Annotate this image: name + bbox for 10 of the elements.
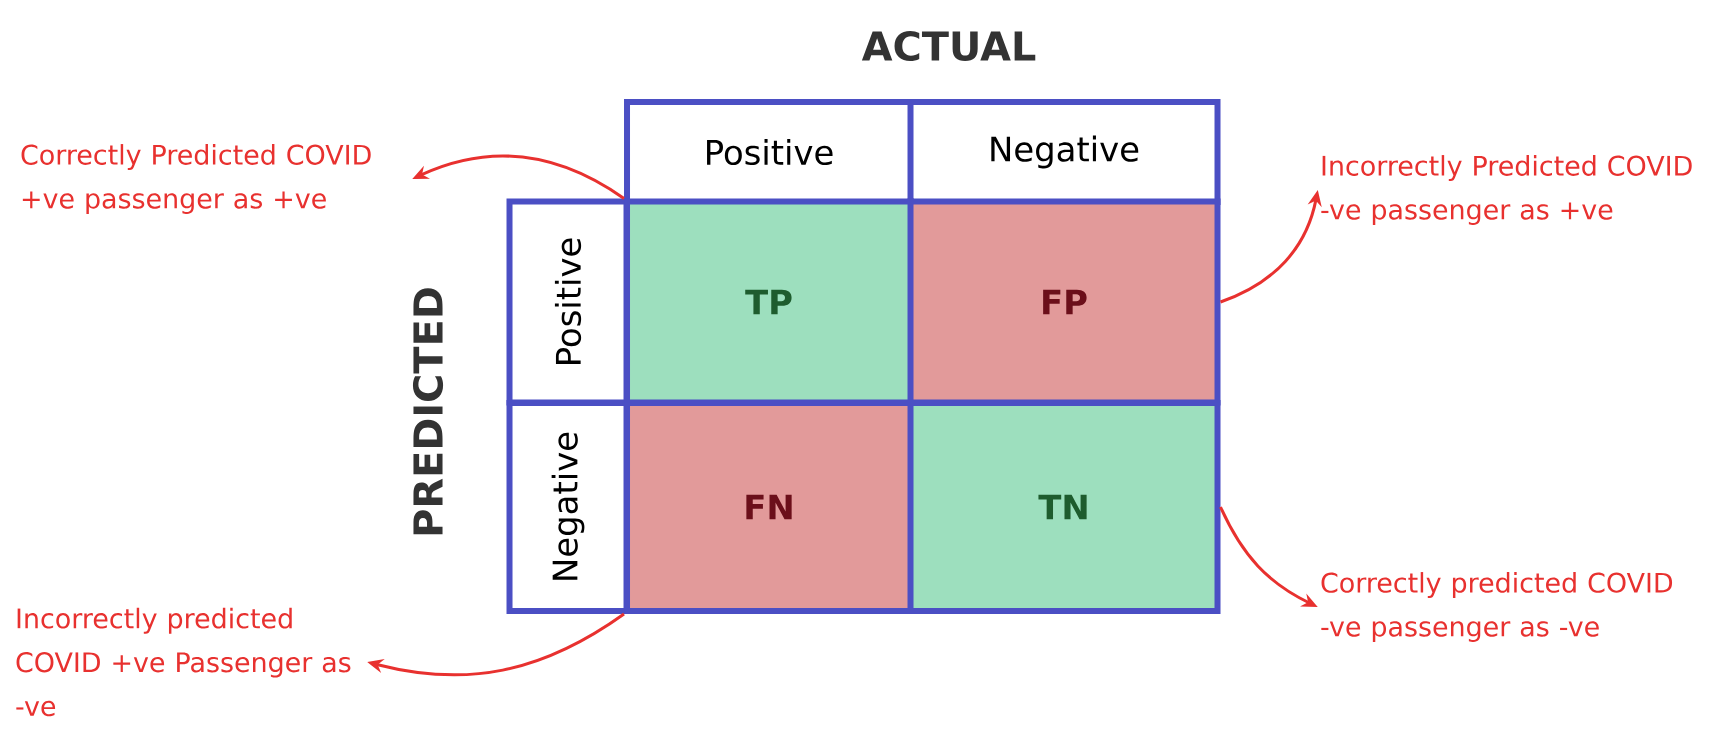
matrix-cell: FP (907, 198, 1221, 406)
header-cell: Negative (907, 99, 1221, 205)
annotation-text: Correctly Predicted COVID +ve passenger as +ve (21, 144, 371, 214)
annotation-text: Incorrectly predicted COVID +ve Passenger as -ve (16, 607, 351, 717)
annotation-text: Correctly predicted COVID -ve passenger as -ve (1321, 572, 1673, 642)
annotation-text: Incorrectly Predicted COVID -ve passenger as +ve (1321, 155, 1692, 225)
axis-title: PREDICTED (412, 288, 444, 535)
matrix-cell: TN (907, 400, 1221, 614)
axis-title: ACTUAL (861, 30, 1036, 62)
header-cell: Positive (624, 99, 914, 205)
